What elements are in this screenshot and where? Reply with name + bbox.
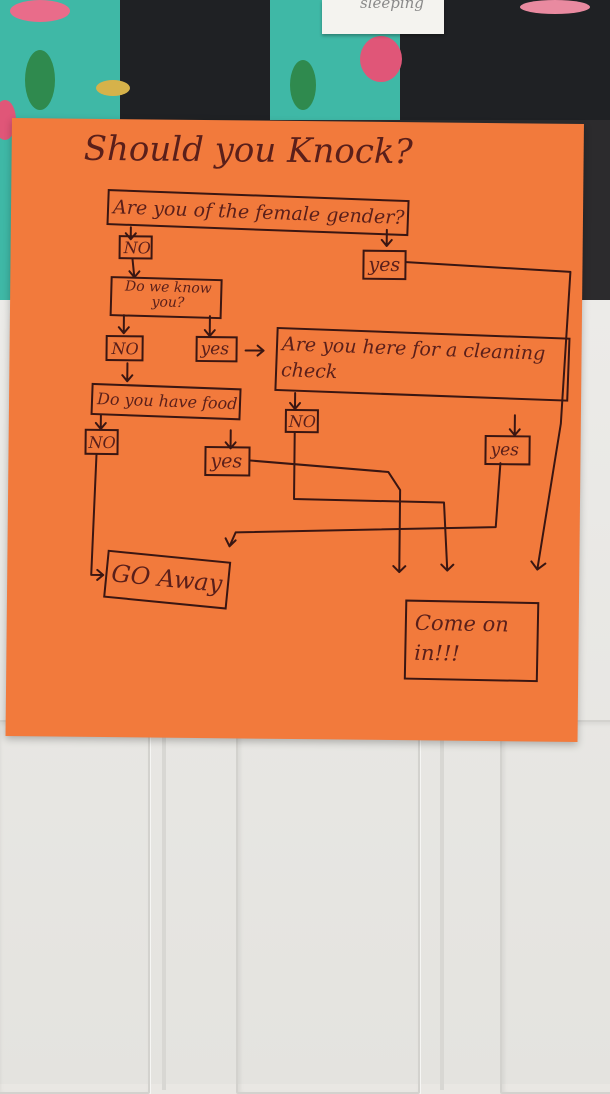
know-yes-label: yes	[200, 339, 229, 359]
know-no-box: NO	[105, 335, 143, 361]
question-know-box: Do we know you?	[110, 276, 223, 319]
question-cleaning: Are you here for a cleaning check	[281, 331, 569, 393]
food-no-box: NO	[84, 429, 118, 455]
pink-flower-2	[360, 36, 402, 82]
question-gender: Are you of the female gender?	[113, 196, 405, 229]
green-leaf-1	[25, 50, 55, 110]
flowchart-title: Should you Knock?	[83, 129, 412, 172]
pink-flower-3	[520, 0, 590, 14]
door-seam	[162, 720, 166, 1090]
gender-no-label: NO	[124, 238, 151, 257]
food-yes-label: yes	[210, 450, 242, 472]
cleaning-no-label: NO	[289, 412, 316, 431]
result-go-away: GO Away	[110, 559, 223, 598]
know-no-label: NO	[111, 339, 138, 358]
question-know: Do we know you?	[116, 279, 221, 312]
know-yes-box: yes	[195, 336, 237, 362]
sticky-note: Should you Knock? Are you of the female …	[6, 118, 584, 742]
gender-no-box: NO	[119, 235, 153, 259]
result-come-in-box: Come on in!!!	[404, 600, 540, 683]
pink-flower-1	[10, 0, 70, 22]
name-tag-text: sleeping	[360, 0, 424, 12]
gender-yes-label: yes	[368, 254, 400, 276]
door-panel-right	[500, 720, 610, 1094]
gender-yes-box: yes	[362, 250, 406, 280]
poster-letter-dark-left	[120, 0, 280, 120]
door-panel-left-upper	[0, 720, 150, 1094]
food-no-label: NO	[89, 433, 116, 452]
gold-leaf	[96, 80, 130, 96]
question-food-box: Do you have food	[91, 383, 242, 420]
door-seam-2	[440, 720, 444, 1090]
cleaning-yes-label: yes	[490, 440, 519, 460]
door-panel-center	[236, 720, 420, 1094]
cleaning-yes-box: yes	[484, 435, 530, 465]
result-come-in: Come on in!!!	[414, 608, 525, 670]
food-yes-box: yes	[204, 446, 250, 476]
cleaning-no-box: NO	[285, 409, 319, 433]
question-food: Do you have food	[97, 389, 238, 413]
green-leaf-2	[290, 60, 316, 110]
question-cleaning-box: Are you here for a cleaning check	[274, 327, 570, 402]
